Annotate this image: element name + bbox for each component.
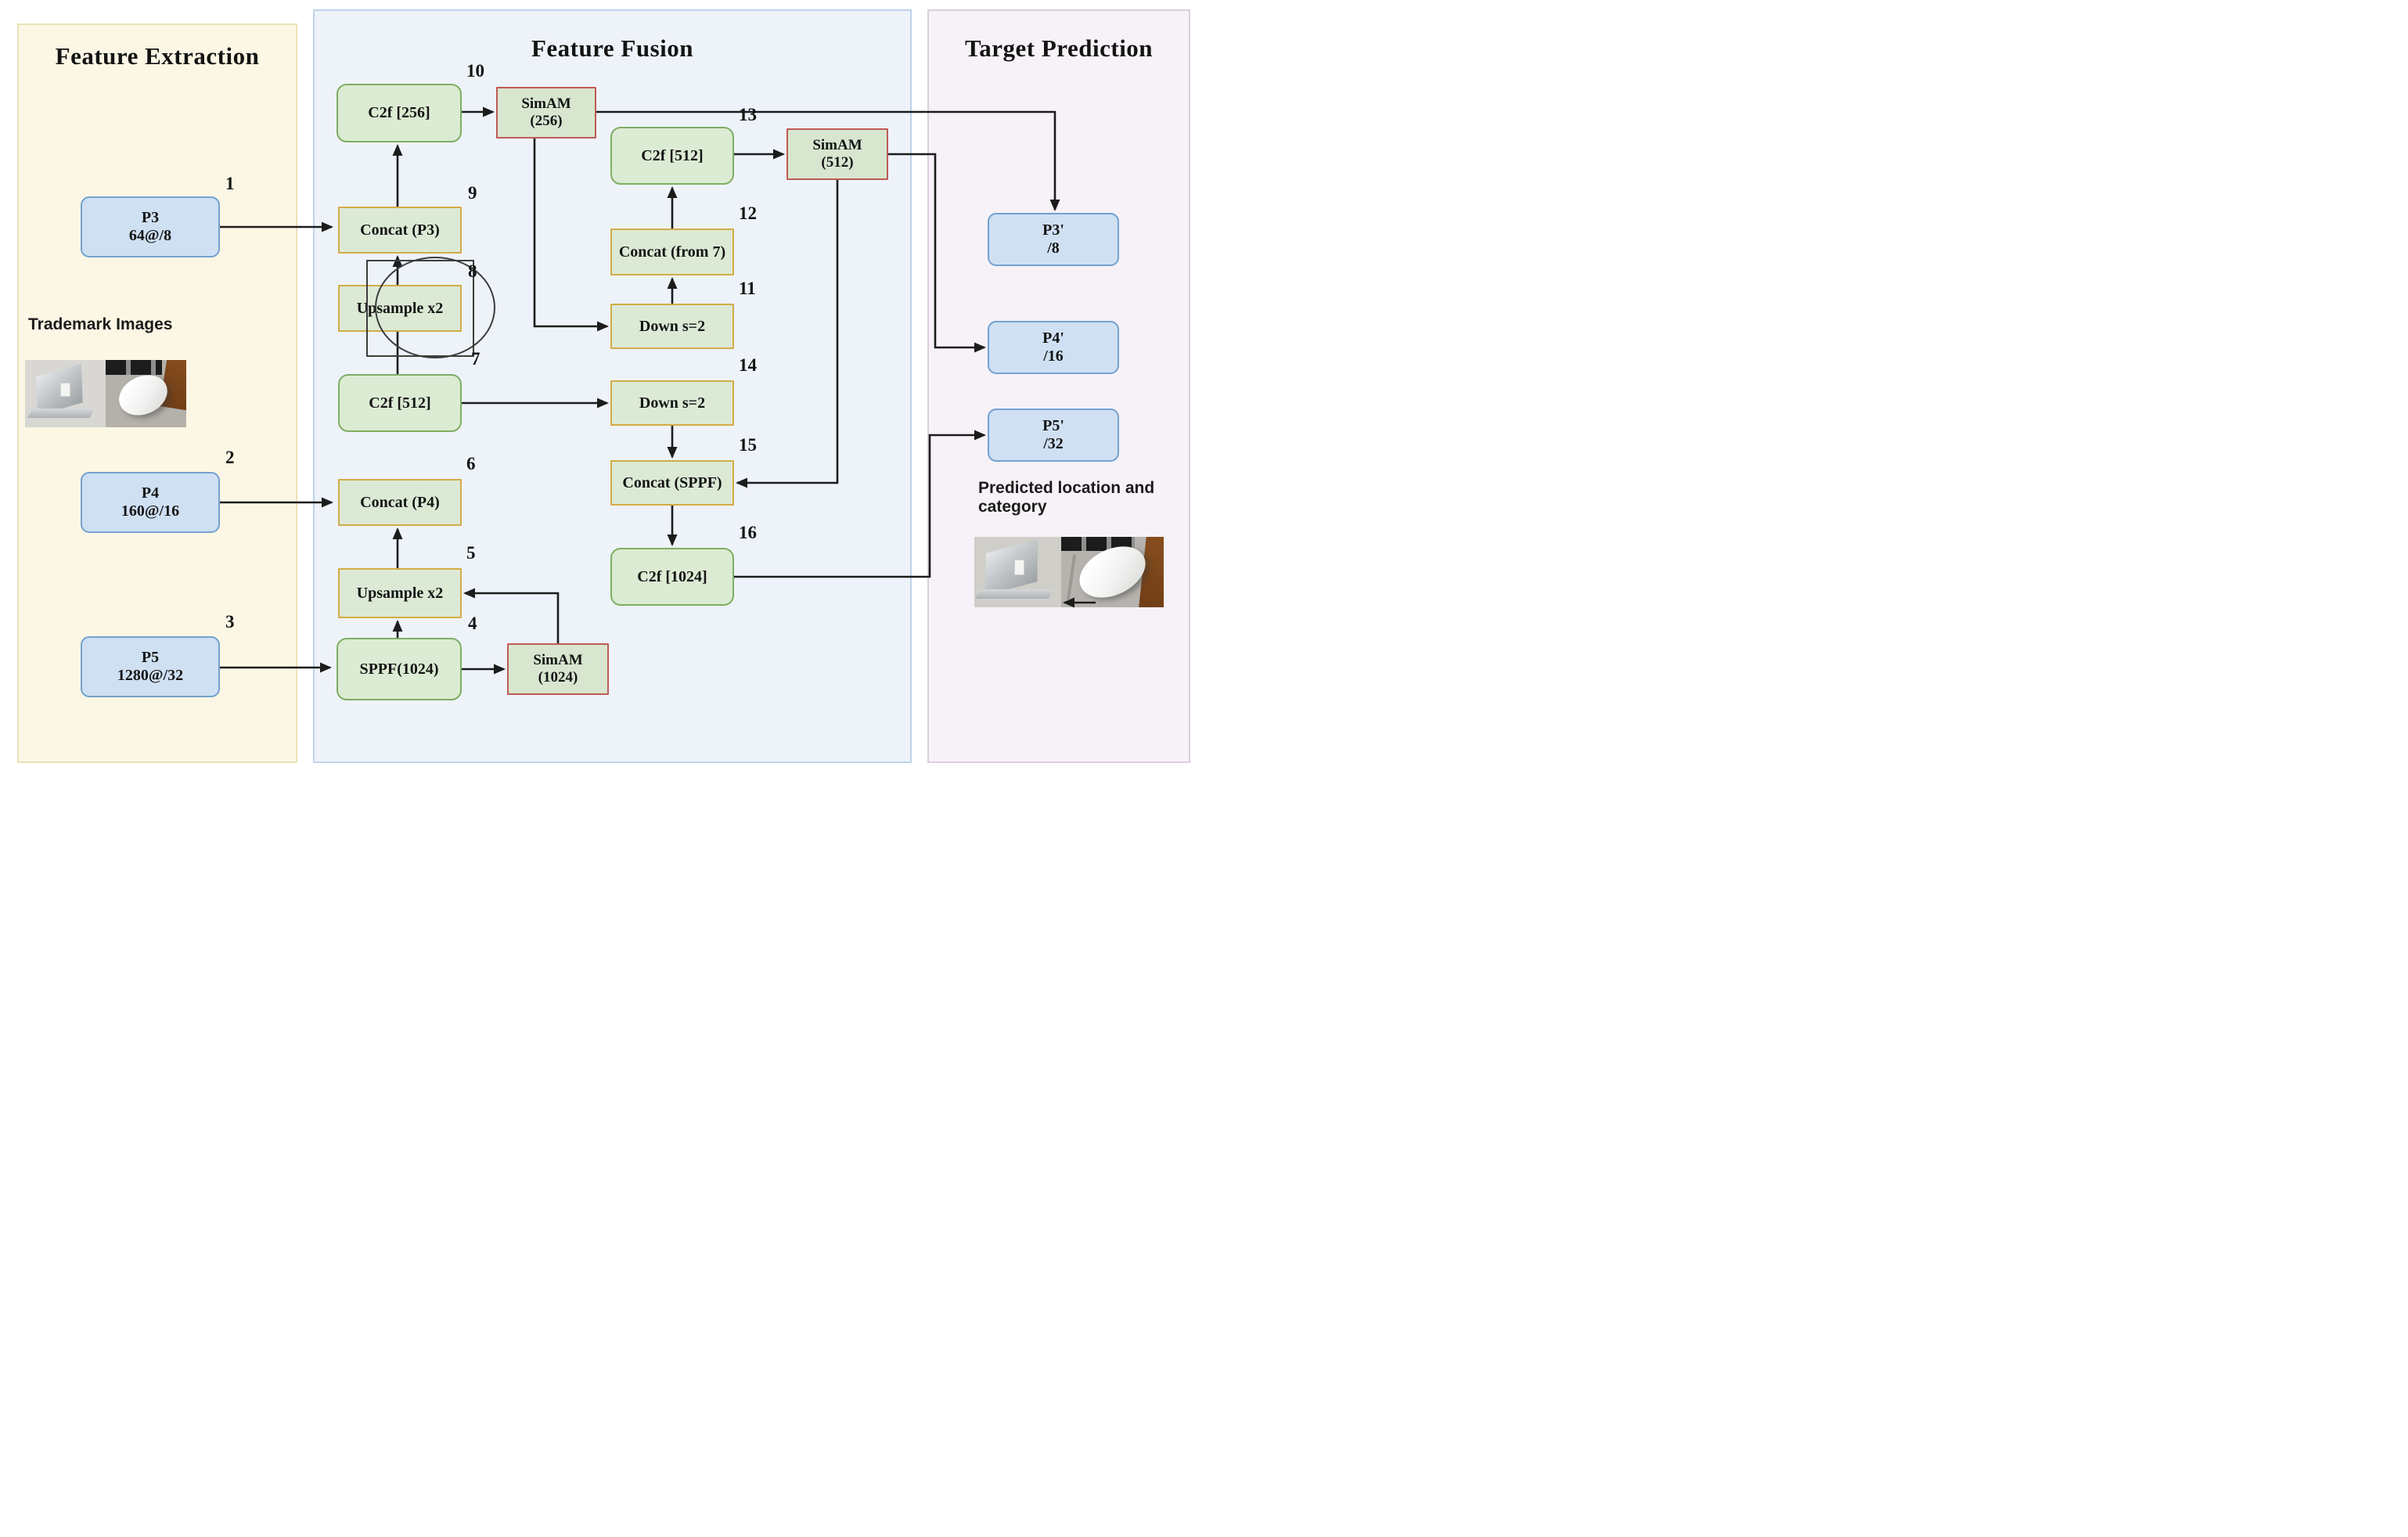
node-index-5: 5 bbox=[466, 543, 476, 563]
panel-title-target-prediction: Target Prediction bbox=[964, 34, 1154, 62]
node-simam-256: SimAM (256) bbox=[496, 87, 596, 139]
node-label: SimAM bbox=[521, 95, 571, 113]
node-concat-from7: Concat (from 7) bbox=[610, 229, 734, 275]
node-index-4: 4 bbox=[468, 614, 477, 633]
node-p5-out: P5' /32 bbox=[988, 409, 1119, 462]
node-label: P4' bbox=[1042, 329, 1064, 347]
node-upsample-8: Upsample x2 bbox=[338, 285, 462, 332]
node-sublabel: (512) bbox=[821, 154, 854, 171]
node-p4-out: P4' /16 bbox=[988, 321, 1119, 374]
node-c2f-512-7: C2f [512] bbox=[338, 374, 462, 432]
panel-title-feature-extraction: Feature Extraction bbox=[55, 42, 260, 70]
node-index-12: 12 bbox=[739, 203, 757, 223]
node-label: P5 bbox=[141, 649, 160, 666]
node-p3-out: P3' /8 bbox=[988, 213, 1119, 266]
mouse-photo bbox=[1061, 537, 1164, 607]
node-p3: P3 64@/8 bbox=[81, 196, 220, 257]
node-sublabel: (256) bbox=[530, 113, 563, 129]
node-concat-p4: Concat (P4) bbox=[338, 479, 462, 526]
node-simam-1024: SimAM (1024) bbox=[507, 643, 609, 695]
node-label: P3' bbox=[1042, 221, 1064, 239]
node-down-14: Down s=2 bbox=[610, 380, 734, 426]
node-index-10: 10 bbox=[466, 61, 484, 81]
laptop-photo bbox=[25, 360, 106, 427]
node-label: C2f [1024] bbox=[637, 567, 707, 585]
node-simam-512: SimAM (512) bbox=[786, 128, 888, 180]
caption-predicted-location: Predicted location and category bbox=[978, 479, 1155, 516]
node-index-14: 14 bbox=[739, 355, 757, 375]
panel-target-prediction: Target Prediction bbox=[927, 9, 1190, 763]
node-label: Concat (P3) bbox=[360, 221, 440, 239]
node-index-8: 8 bbox=[468, 261, 477, 281]
node-label: SimAM bbox=[533, 652, 583, 669]
node-c2f-512-13: C2f [512] bbox=[610, 127, 734, 185]
node-sublabel: (1024) bbox=[538, 669, 578, 686]
node-sublabel: 160@/16 bbox=[121, 502, 180, 520]
prediction-photo bbox=[974, 537, 1164, 607]
node-sublabel: /32 bbox=[1043, 435, 1064, 452]
node-label: P5' bbox=[1042, 417, 1064, 434]
node-index-2: 2 bbox=[225, 448, 235, 467]
node-index-6: 6 bbox=[466, 454, 476, 473]
node-label: Concat (P4) bbox=[360, 493, 440, 511]
trademark-photo bbox=[25, 360, 186, 427]
node-c2f-256: C2f [256] bbox=[337, 84, 462, 142]
node-sublabel: /16 bbox=[1043, 347, 1064, 365]
node-p5: P5 1280@/32 bbox=[81, 636, 220, 697]
node-concat-p3: Concat (P3) bbox=[338, 207, 462, 254]
node-c2f-1024: C2f [1024] bbox=[610, 548, 734, 606]
node-index-11: 11 bbox=[739, 279, 756, 298]
architecture-diagram: Feature Extraction Feature Fusion Target… bbox=[0, 0, 1204, 768]
node-index-1: 1 bbox=[225, 174, 235, 193]
node-label: SimAM bbox=[812, 137, 862, 154]
node-concat-sppf: Concat (SPPF) bbox=[610, 460, 734, 506]
node-sublabel: 64@/8 bbox=[128, 227, 172, 244]
node-index-7: 7 bbox=[471, 349, 481, 369]
node-label: C2f [512] bbox=[369, 394, 431, 412]
node-label: Upsample x2 bbox=[356, 299, 444, 317]
node-index-3: 3 bbox=[225, 612, 235, 632]
node-index-9: 9 bbox=[468, 183, 477, 203]
node-index-13: 13 bbox=[739, 105, 757, 124]
node-index-15: 15 bbox=[739, 435, 757, 455]
node-label: C2f [256] bbox=[368, 104, 430, 121]
node-label: Down s=2 bbox=[639, 317, 706, 335]
node-sublabel: /8 bbox=[1047, 239, 1060, 257]
node-label: Concat (SPPF) bbox=[622, 473, 722, 491]
node-label: P3 bbox=[141, 209, 160, 226]
node-label: SPPF(1024) bbox=[359, 660, 439, 678]
node-label: Upsample x2 bbox=[356, 584, 444, 602]
node-label: P4 bbox=[141, 484, 160, 502]
node-label: Concat (from 7) bbox=[618, 243, 726, 261]
node-label: Down s=2 bbox=[639, 394, 706, 412]
panel-title-feature-fusion: Feature Fusion bbox=[531, 34, 694, 62]
laptop-photo bbox=[974, 537, 1062, 607]
node-index-16: 16 bbox=[739, 523, 757, 542]
mouse-photo bbox=[106, 360, 186, 427]
caption-trademark-images: Trademark Images bbox=[28, 315, 173, 333]
node-upsample-5: Upsample x2 bbox=[338, 568, 462, 618]
node-p4: P4 160@/16 bbox=[81, 472, 220, 533]
node-label: C2f [512] bbox=[641, 146, 704, 164]
node-sppf: SPPF(1024) bbox=[337, 638, 462, 700]
node-sublabel: 1280@/32 bbox=[117, 667, 184, 684]
node-down-11: Down s=2 bbox=[610, 304, 734, 349]
